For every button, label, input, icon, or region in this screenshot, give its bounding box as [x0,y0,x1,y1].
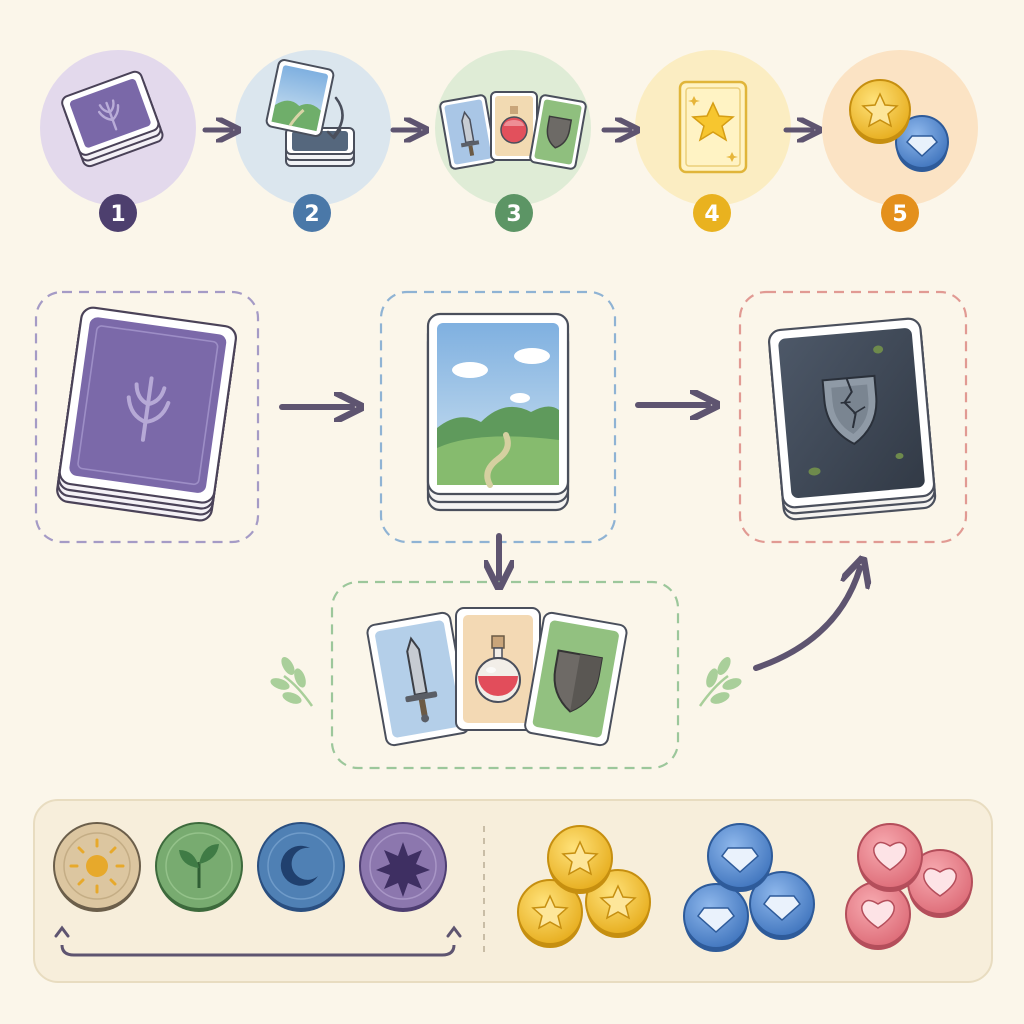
sword-card-icon [366,611,470,747]
sprout-token-icon [155,822,243,912]
landscape-card-icon [426,312,570,512]
hand-frame [330,580,680,770]
step-1-badge [99,194,137,232]
left-laurel-icon [270,656,314,707]
discard-frame [738,290,968,544]
draw-card-icon [265,59,355,167]
step-3-badge [495,194,533,232]
leaf-card-deck-icon [56,306,237,522]
step-2: 2 [235,50,391,232]
hand-cards [366,607,628,747]
broken-shield-deck-icon [767,317,937,521]
step-4: 4 [635,50,791,232]
flow-arrows [279,405,860,671]
hand-to-discard-arrow [753,568,860,671]
shield-card-icon [524,611,628,747]
step-5-badge [881,194,919,232]
card-hand-icon [439,91,587,170]
step-2-badge [293,194,331,232]
potion-card-icon [455,607,541,731]
step-1: 1 [40,50,196,232]
step-4-number: 4 [704,202,719,227]
step-3-number: 3 [506,202,521,227]
right-laurel-icon [698,656,742,707]
step-5-number: 5 [892,202,907,227]
star-burst-token-icon [359,822,447,912]
star-coin-icon [517,825,651,948]
heart-coin-icon [845,823,973,950]
step-5: 5 [822,50,978,232]
star-card-icon [678,80,748,174]
step-1-number: 1 [110,202,125,227]
card-deck-icon [61,70,164,168]
diamond-coin-icon [683,823,815,952]
deck-frame [34,290,260,544]
step-4-badge [693,194,731,232]
sun-token-icon [53,822,141,912]
token-cycle-arrow [60,944,456,957]
step-3: 3 [435,50,591,232]
step-2-number: 2 [304,202,319,227]
reward-tokens-icon [849,79,949,172]
moon-token-icon [257,822,345,912]
